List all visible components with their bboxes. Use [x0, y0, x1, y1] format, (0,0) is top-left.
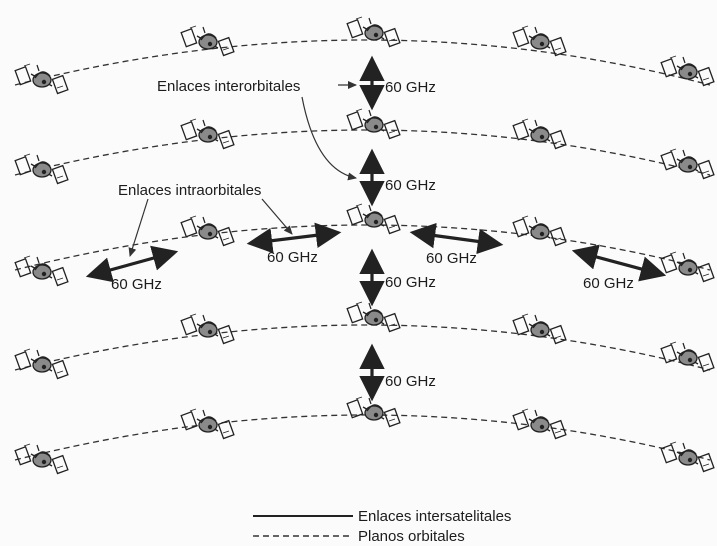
satellite-icon — [660, 341, 715, 373]
orbital-plane-2 — [14, 129, 711, 176]
satellite-icon — [14, 348, 69, 380]
satellite-icon — [512, 25, 567, 57]
interorbital-links-label: Enlaces interorbitales — [157, 78, 300, 95]
intraorbital-pointer-left — [128, 198, 149, 257]
freq-label: 60 GHz — [385, 274, 436, 291]
orbital-plane-1 — [14, 39, 711, 86]
intraorbital-link-1 — [85, 245, 179, 283]
freq-label: 60 GHz — [583, 275, 634, 292]
satellite-icon — [660, 148, 715, 180]
legend-dashed-label: Planos orbitales — [358, 528, 465, 545]
satellite-icon — [14, 443, 69, 475]
legend-solid-label: Enlaces intersatelitales — [358, 508, 511, 525]
freq-label: 60 GHz — [267, 249, 318, 266]
satellite-icon — [180, 118, 235, 150]
satellite-icon — [180, 313, 235, 345]
satellite-icon — [512, 215, 567, 247]
satellite-icon — [346, 301, 401, 333]
satellite-icon — [14, 63, 69, 95]
freq-label: 60 GHz — [426, 250, 477, 267]
orbital-plane-5 — [14, 414, 711, 461]
satellites — [14, 16, 715, 475]
satellite-icon — [660, 55, 715, 87]
freq-label: 60 GHz — [111, 276, 162, 293]
intraorbital-link-2 — [246, 222, 342, 254]
intraorbital-link-3 — [409, 222, 504, 255]
satellite-icon — [180, 25, 235, 57]
intraorbital-link-4 — [571, 244, 667, 282]
freq-label: 60 GHz — [385, 177, 436, 194]
satellite-icon — [346, 396, 401, 428]
satellite-icon — [14, 153, 69, 185]
callout-pointers — [128, 81, 357, 257]
satellite-icon — [660, 441, 715, 473]
diagram-labels: Enlaces interorbitales Enlaces intraorbi… — [111, 78, 634, 390]
freq-label: 60 GHz — [385, 79, 436, 96]
satellite-icon — [660, 251, 715, 283]
orbital-plane-3 — [14, 224, 711, 271]
satellite-icon — [346, 203, 401, 235]
orbital-planes — [14, 39, 711, 461]
satellite-icon — [346, 108, 401, 140]
intraorbital-links — [85, 222, 667, 283]
orbital-plane-4 — [14, 324, 711, 371]
legend: Enlaces intersatelitales Planos orbitale… — [253, 508, 511, 545]
intraorbital-pointer-right — [261, 198, 293, 235]
satellite-icon — [512, 313, 567, 345]
satellite-icon — [180, 215, 235, 247]
intraorbital-links-label: Enlaces intraorbitales — [118, 182, 261, 199]
satellite-icon — [180, 408, 235, 440]
satellite-icon — [512, 118, 567, 150]
satellite-icon — [346, 16, 401, 48]
interorbital-pointer-curve — [301, 96, 357, 181]
freq-label: 60 GHz — [385, 373, 436, 390]
satellite-icon — [14, 255, 69, 287]
